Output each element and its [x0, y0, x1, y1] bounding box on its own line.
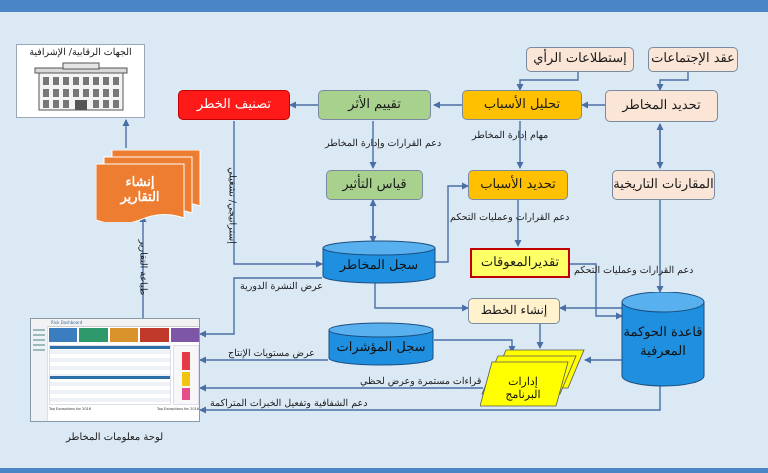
reports-label-line1: إنشاء [125, 175, 155, 190]
kpi-register-label: سجل المؤشرات [336, 339, 426, 355]
risk-register-label: سجل المخاطر [339, 257, 419, 273]
reports-document-stack [96, 150, 201, 222]
reports-label: إنشاء التقارير [96, 166, 184, 214]
arrow-meetings-identify [656, 72, 689, 91]
obstacles-label: تقديرالمعوقات [480, 254, 560, 270]
label-decision-control-mid: دعم القرارات وعمليات التحكم [450, 212, 570, 223]
impact-eval-label: تقييم الأثر [348, 96, 401, 112]
label-strategic-ops: إستراتيجي/ تشغيلي [226, 167, 238, 244]
label-print-reports: طباعة التقارير [137, 239, 149, 296]
label-periodic: عرض النشرة الدورية [240, 281, 323, 292]
meetings-box: عقد الإجتماعات [648, 47, 738, 72]
dashboard-table [49, 345, 171, 405]
program-departments-stack [480, 349, 585, 407]
dashboard-header: Risk Dashboard [31, 319, 199, 327]
survey-label: إستطلاعات الرأي [533, 51, 627, 67]
dashboard-footer: Top Exceptions for 2016 Top Exceptions f… [49, 407, 199, 419]
label-decision-control-right: دعم القرارات وعمليات التحكم [574, 265, 694, 276]
dashboard-sidebar [31, 326, 48, 421]
dashboard-gauge [173, 345, 199, 405]
dashboard-header-title: Risk Dashboard [51, 320, 83, 325]
knowledge-base-line2: المعرفية [640, 344, 686, 359]
program-line1: إدارات [508, 375, 538, 388]
meetings-label: عقد الإجتماعات [651, 51, 735, 67]
risk-identify-label: تحديد المخاطر [622, 97, 701, 113]
knowledge-base-label: قاعدة الحوكمة المعرفية [621, 312, 705, 372]
reports-label-line2: التقارير [120, 190, 160, 205]
plans-label: إنشاء الخطط [480, 303, 548, 318]
classify-label: تصنيف الخطر [196, 96, 272, 112]
impact-measure-label: قياس التأثير [342, 176, 407, 192]
supervisory-label: الجهات الرقابية/ الإشرافية [29, 47, 132, 58]
label-readings: قراءات مستمرة وعرض لحظي [360, 376, 482, 387]
dashboard-footer-right: Top Exceptions for 2016 [156, 407, 199, 411]
dashboard-tiles [49, 328, 199, 342]
program-line2: البرنامج [505, 388, 541, 401]
program-departments-label: إدارات البرنامج [480, 370, 566, 406]
label-transparency: دعم الشفافية وتفعيل الخبرات المتراكمة [210, 398, 368, 409]
knowledge-base-line1: قاعدة الحوكمة [623, 325, 703, 340]
risk-identify-box: تحديد المخاطر [605, 90, 718, 122]
label-productivity: عرض مستويات الإنتاج [228, 348, 315, 359]
risk-register-cylinder [322, 240, 436, 284]
classify-box: تصنيف الخطر [178, 90, 290, 120]
building-icon [34, 62, 127, 111]
historical-label: المقارنات التاريخية [613, 176, 714, 192]
survey-box: إستطلاعات الرأي [526, 47, 634, 72]
dashboard-caption: لوحة معلومات المخاطر [66, 432, 164, 443]
top-bar [0, 0, 768, 12]
supervisory-box: الجهات الرقابية/ الإشرافية [16, 44, 145, 118]
obstacles-box: تقديرالمعوقات [470, 248, 570, 278]
dashboard-thumbnail: Risk Dashboard Top Exceptions for 2016 [30, 318, 200, 422]
historical-box: المقارنات التاريخية [612, 170, 715, 200]
bottom-bar [0, 468, 768, 473]
label-risk-tasks: مهام إدارة المخاطر [472, 130, 549, 141]
plans-box: إنشاء الخطط [468, 298, 560, 324]
label-decision-support-top: دعم القرارات وإدارة المخاطر [325, 138, 442, 149]
arrow-survey-cause [516, 72, 579, 91]
cause-analysis-label: تحليل الأسباب [483, 96, 561, 112]
knowledge-base-cylinder [621, 292, 705, 387]
dashboard-footer-left: Top Exceptions for 2016 [49, 407, 92, 411]
impact-eval-box: تقييم الأثر [318, 90, 431, 120]
cause-identify-label: تحديد الأسباب [480, 176, 556, 192]
impact-measure-box: قياس التأثير [326, 170, 423, 200]
kpi-register-cylinder [328, 322, 434, 366]
cause-analysis-box: تحليل الأسباب [462, 90, 582, 120]
cause-identify-box: تحديد الأسباب [468, 170, 568, 200]
